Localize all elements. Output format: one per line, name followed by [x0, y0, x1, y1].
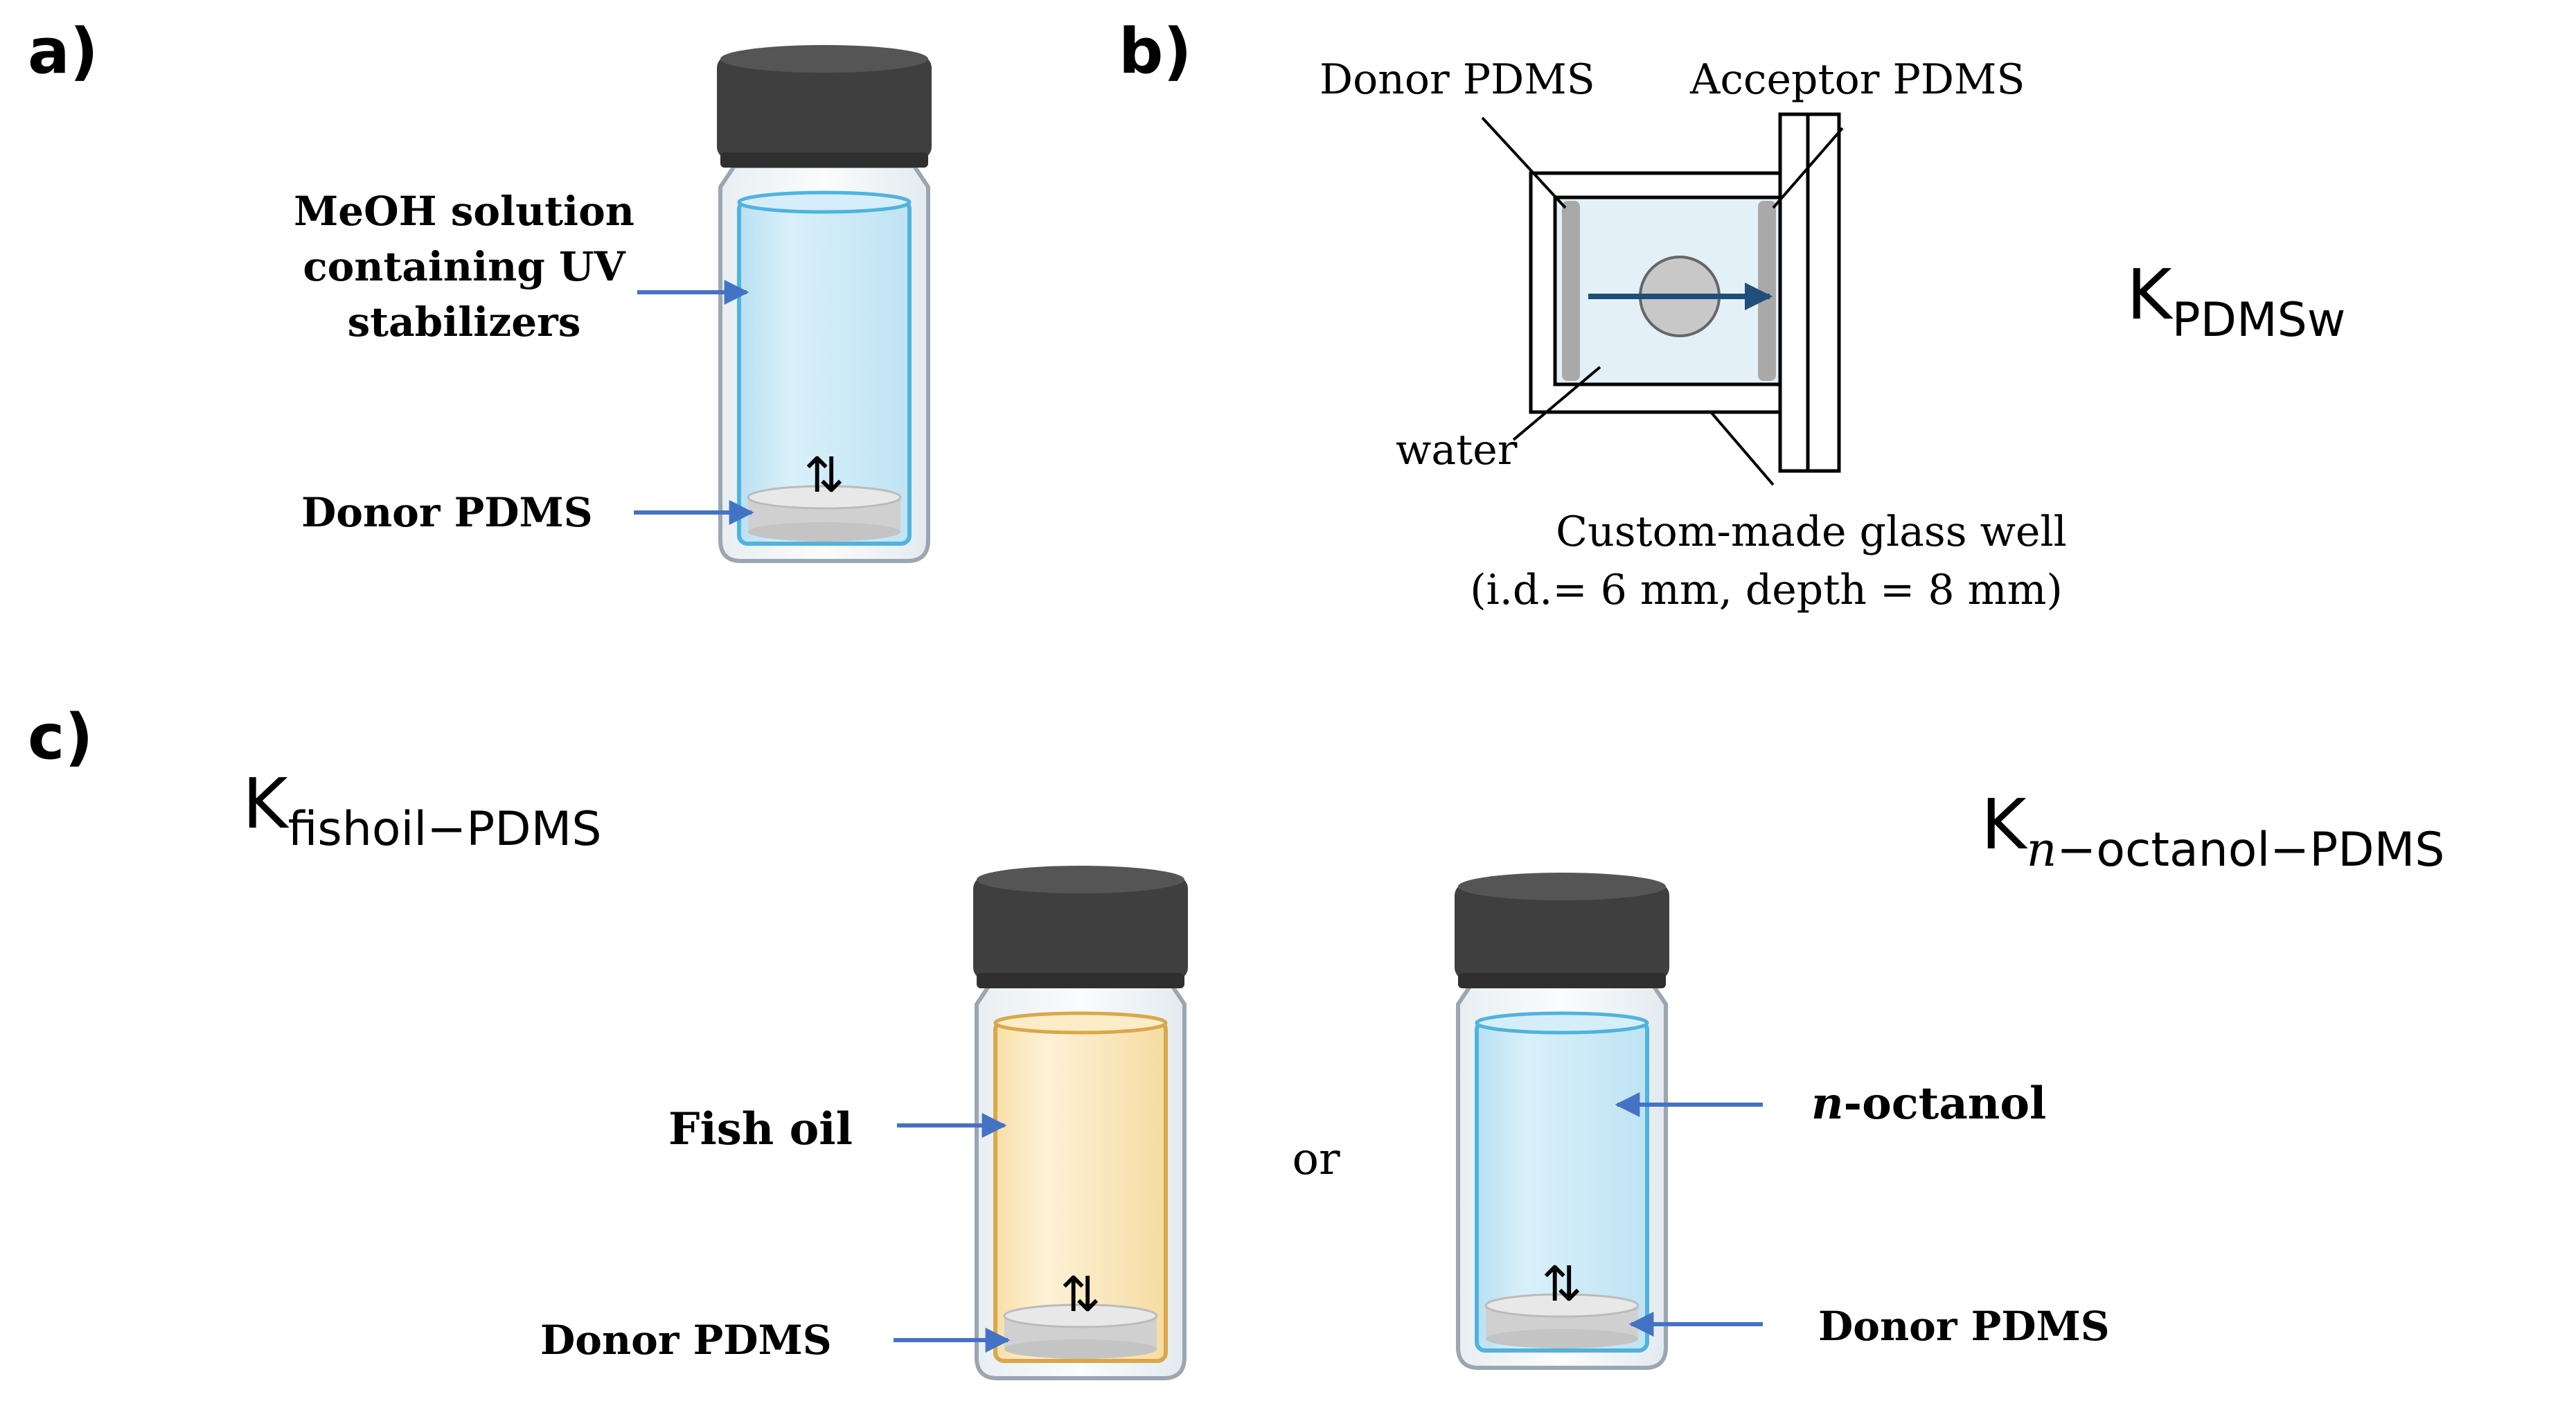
well-dims-label: (i.d.= 6 mm, depth = 8 mm)	[1470, 566, 2063, 614]
acceptor-pdms-membrane	[1758, 201, 1776, 381]
donor-label-a: Donor PDMS	[301, 489, 593, 536]
donor-label-c1: Donor PDMS	[540, 1317, 832, 1364]
k-pdmsw: KPDMSw	[2126, 254, 2345, 348]
k-fishoil-pdms: Kfishoil−PDMS	[242, 763, 602, 857]
panel-a-label: a)	[28, 15, 98, 88]
vial-octanol-cap	[1455, 883, 1669, 980]
or-label: or	[1292, 1134, 1340, 1185]
donor-pdms-disk-a	[747, 485, 902, 542]
k-octanol-pdms: Kn−octanol−PDMS	[1981, 784, 2444, 877]
octanol-label: n-octanol	[1811, 1078, 2046, 1130]
donor-pdms-disk-c1	[1003, 1303, 1158, 1359]
leader-well	[1709, 411, 1775, 486]
vial-fish-oil: ⇅	[973, 866, 1188, 1380]
leader-water	[1512, 366, 1601, 441]
exchange-arrows-a: ⇅	[804, 447, 845, 504]
panel-b-label: b)	[1119, 15, 1192, 88]
donor-pdms-disk-c2	[1484, 1293, 1640, 1348]
donor-label-b: Donor PDMS	[1320, 55, 1595, 104]
svg-text:stabilizers: stabilizers	[348, 298, 581, 346]
panel-c-label: c)	[28, 701, 93, 774]
water-label: water	[1396, 426, 1518, 474]
leader-donor-b	[1481, 116, 1567, 209]
leader-acceptor-b	[1772, 127, 1844, 209]
well-label: Custom-made glass well	[1556, 508, 2067, 556]
exchange-arrows-c1: ⇅	[1060, 1266, 1101, 1323]
vial-a-cap	[717, 55, 932, 159]
fish-oil-label: Fish oil	[668, 1103, 853, 1155]
vial-a: ⇅	[717, 45, 932, 563]
vial-octanol: ⇅	[1455, 873, 1669, 1370]
svg-text:MeOH solution: MeOH solution	[294, 188, 634, 235]
acceptor-label-b: Acceptor PDMS	[1689, 55, 2025, 104]
vial-fish-oil-cap	[973, 876, 1188, 980]
solution-label-a: MeOH solution containing UV stabilizers	[294, 188, 634, 346]
donor-label-c2: Donor PDMS	[1818, 1303, 2110, 1350]
exchange-arrows-c2: ⇅	[1542, 1256, 1583, 1312]
donor-pdms-membrane	[1562, 201, 1580, 381]
svg-text:containing UV: containing UV	[303, 243, 625, 290]
